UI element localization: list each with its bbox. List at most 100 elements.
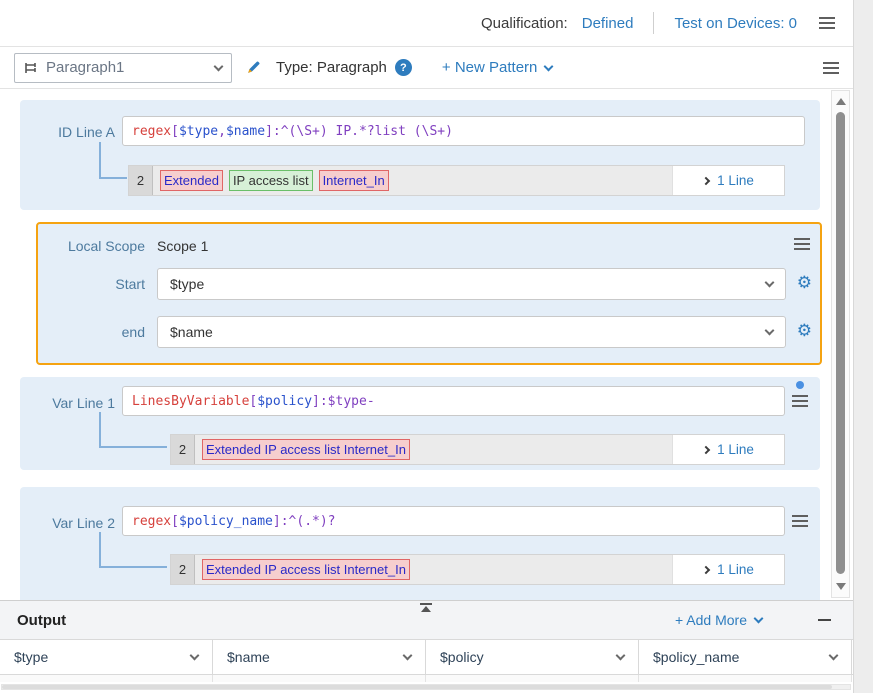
scope-start-value: $type [170, 276, 205, 292]
scroll-down-arrow[interactable] [836, 583, 846, 590]
header-menu-icon[interactable] [819, 17, 835, 29]
output-column-value: $policy [440, 649, 484, 665]
local-scope-card: Local Scope Scope 1 Start $type ⚙ end $n… [36, 222, 822, 365]
scope-start-gear-icon[interactable]: ⚙ [796, 273, 812, 293]
scope-menu-icon[interactable] [794, 238, 810, 250]
match-token-green: IP access list [228, 170, 313, 191]
id-line-pattern-input[interactable]: regex[$type,$name]:^(\S+) IP.*?list (\S+… [122, 116, 805, 146]
output-empty-row [0, 675, 853, 682]
new-pattern-label: + New Pattern [441, 59, 538, 76]
var-line-1-pattern-input[interactable]: LinesByVariable[$policy]:$type- [122, 386, 785, 416]
var-line-1-match-row: 2 Extended IP access list Internet_In 1 … [170, 434, 785, 465]
match-connector-line [99, 142, 127, 179]
collapse-panel-handle[interactable] [420, 603, 432, 612]
scroll-up-arrow[interactable] [836, 98, 846, 105]
expand-lines-button[interactable]: 1 Line [672, 435, 784, 464]
match-token-red: Extended IP access list Internet_In [202, 559, 410, 580]
paragraph-tree-icon [25, 62, 36, 73]
add-more-button[interactable]: + Add More [675, 612, 764, 628]
add-more-label: + Add More [675, 612, 747, 628]
chevron-down-icon [764, 277, 775, 288]
pattern-variable: $name [225, 123, 266, 139]
id-line-match-row: 2 Extended IP access list Internet_In 1 … [128, 165, 785, 196]
scrollbar-thumb[interactable] [836, 112, 845, 574]
output-column-value: $policy_name [653, 649, 740, 665]
horizontal-scrollbar-thumb[interactable] [2, 685, 832, 689]
empty-cell [852, 675, 853, 682]
line-count-label: 1 Line [717, 442, 754, 457]
qualification-defined-link[interactable]: Defined [581, 14, 634, 32]
pattern-variable: $policy [257, 393, 313, 409]
toolbar-menu-icon[interactable] [823, 61, 839, 74]
right-gutter [853, 0, 873, 693]
pattern-bracket: [ [171, 513, 179, 529]
horizontal-scrollbar [1, 684, 851, 690]
match-tokens: Extended IP access list Internet_In [195, 555, 672, 584]
help-icon[interactable]: ? [394, 59, 412, 76]
pattern-keyword: regex [132, 123, 172, 139]
scope-start-label: Start [115, 276, 145, 292]
output-title: Output [17, 611, 67, 629]
id-line-card: ID Line A regex[$type,$name]:^(\S+) IP.*… [20, 100, 820, 210]
output-column-dropdown[interactable]: $policy_name [639, 640, 852, 675]
output-column-dropdown[interactable]: $policy [426, 640, 639, 675]
pattern-bracket: [ [171, 123, 179, 139]
paragraph-selector-dropdown[interactable]: Paragraph1 [14, 52, 232, 83]
scope-end-label: end [121, 324, 145, 340]
local-scope-label: Local Scope [67, 238, 145, 254]
line-count-label: 1 Line [717, 173, 754, 188]
minimize-panel-icon[interactable] [818, 619, 831, 621]
scope-end-value: $name [170, 324, 213, 340]
output-column-dropdown[interactable]: $type [0, 640, 213, 675]
empty-cell [426, 675, 639, 682]
var-line-1-label: Var Line 1 [52, 395, 115, 411]
pattern-variable: $type [178, 123, 219, 139]
type-label: Type: Paragraph [276, 59, 387, 76]
output-column-dropdown[interactable]: $name [213, 640, 426, 675]
var-line-2-match-row: 2 Extended IP access list Internet_In 1 … [170, 554, 785, 585]
output-column-value: $type [14, 649, 49, 665]
match-tokens: Extended IP access list Internet_In [153, 166, 672, 195]
chevron-right-icon [701, 176, 711, 185]
edit-pattern-button[interactable] [245, 59, 262, 76]
pattern-keyword: regex [132, 513, 172, 529]
var-line-2-menu-icon[interactable] [792, 515, 808, 527]
output-panel: Output + Add More $type $name $policy $p… [0, 600, 853, 693]
vertical-scrollbar [831, 90, 850, 598]
match-line-number: 2 [129, 166, 153, 195]
scope-end-gear-icon[interactable]: ⚙ [796, 321, 812, 341]
pencil-icon [248, 61, 260, 73]
test-on-devices-link[interactable]: Test on Devices: 0 [674, 14, 797, 32]
match-token-red: Extended IP access list Internet_In [202, 439, 410, 460]
pattern-regex: ]:^(\S+) IP.*?list (\S+) [265, 123, 453, 139]
scope-name: Scope 1 [157, 238, 209, 254]
expand-lines-button[interactable]: 1 Line [672, 555, 784, 584]
paragraph-selector-value: Paragraph1 [46, 59, 125, 76]
new-pattern-button[interactable]: + New Pattern [441, 59, 554, 76]
pattern-toolbar: Paragraph1 Type: Paragraph ? + New Patte… [0, 47, 853, 89]
chevron-down-icon [828, 650, 839, 661]
pattern-editor-body: ID Line A regex[$type,$name]:^(\S+) IP.*… [0, 89, 853, 600]
chevron-down-icon [615, 650, 626, 661]
var-line-2-label: Var Line 2 [52, 515, 115, 531]
id-line-label: ID Line A [58, 124, 115, 140]
pattern-variable: $policy_name [178, 513, 273, 529]
pattern-keyword: LinesByVariable [132, 393, 250, 409]
chevron-right-icon [701, 565, 711, 574]
scope-end-dropdown[interactable]: $name [157, 316, 786, 348]
var-line-1-menu-icon[interactable] [792, 395, 808, 407]
match-token-red: Internet_In [318, 170, 389, 191]
pattern-comma: , [218, 123, 226, 139]
var-line-1-card: Var Line 1 LinesByVariable[$policy]:$typ… [20, 377, 820, 470]
chevron-down-icon [213, 61, 224, 71]
var-line-2-pattern-input[interactable]: regex[$policy_name]:^(.*)? [122, 506, 785, 536]
top-header: Qualification: Defined Test on Devices: … [0, 0, 853, 47]
var-line-2-card: Var Line 2 regex[$policy_name]:^(.*)? 2 … [20, 487, 820, 600]
expand-lines-button[interactable]: 1 Line [672, 166, 784, 195]
scope-start-dropdown[interactable]: $type [157, 268, 786, 300]
output-columns-row: $type $name $policy $policy_name [0, 640, 853, 675]
match-tokens: Extended IP access list Internet_In [195, 435, 672, 464]
pattern-regex: ]:$type- [312, 393, 375, 409]
collapse-up-icon [421, 606, 431, 612]
